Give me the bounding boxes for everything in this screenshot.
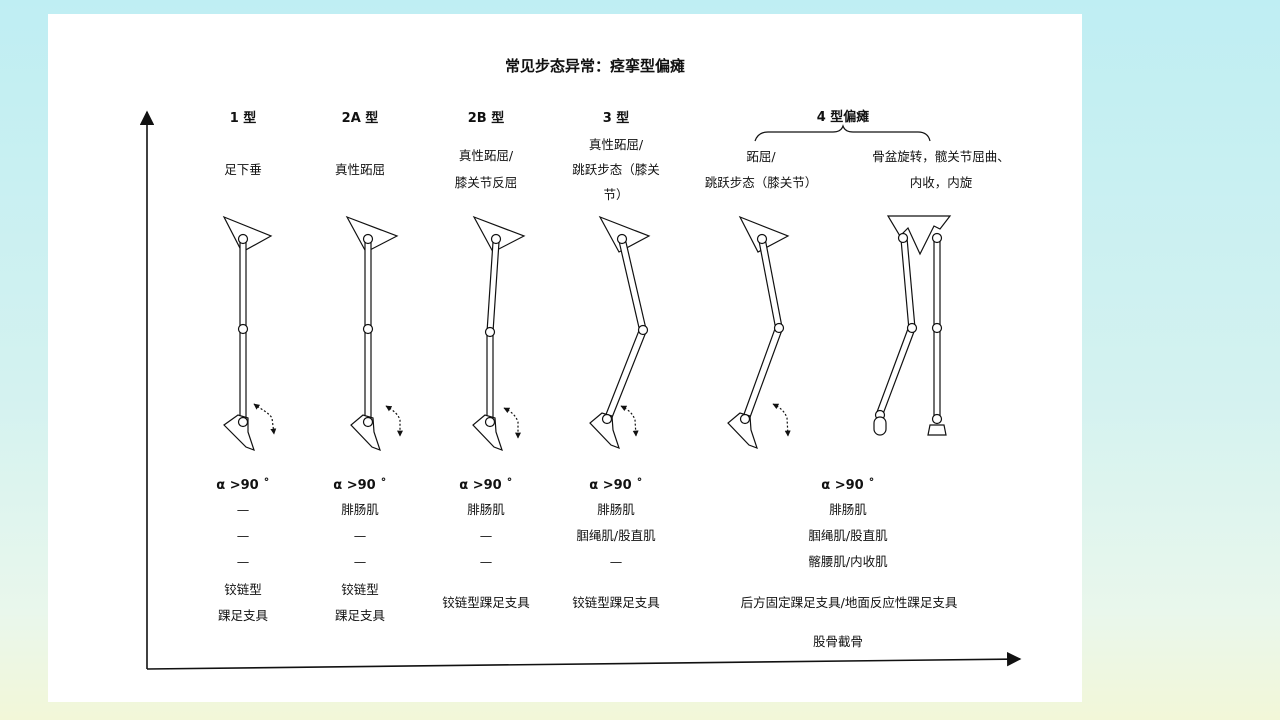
type-1-label: 1 型 xyxy=(230,110,257,126)
type-2b-muscle-2: — xyxy=(480,528,493,543)
type-2b-muscle-1: 腓肠肌 xyxy=(467,502,505,517)
type-3-desc-3: 节） xyxy=(603,187,628,202)
type-4-muscle-2: 腘绳肌/股直肌 xyxy=(808,528,888,543)
leg-figure-type-3 xyxy=(589,215,651,450)
type-1-orthosis-1: 铰链型 xyxy=(224,582,262,597)
type-2b-label: 2B 型 xyxy=(468,110,504,126)
type-2a-label: 2A 型 xyxy=(342,110,379,126)
type-2a-muscle-3: — xyxy=(354,554,367,569)
diagram-title: 常见步态异常：痉挛型偏瘫 xyxy=(505,57,685,75)
type-4-muscle-1: 腓肠肌 xyxy=(829,502,867,517)
type-4-desc-right-1: 骨盆旋转，髋关节屈曲、 xyxy=(872,149,1010,164)
leg-figure-type-2a xyxy=(345,215,403,452)
type-2a-muscle-2: — xyxy=(354,528,367,543)
type-4-muscle-3: 髂腰肌/内收肌 xyxy=(808,554,888,569)
type-2a-orthosis-1: 铰链型 xyxy=(341,582,379,597)
type-4-desc-left-2: 跳跃步态（膝关节） xyxy=(705,175,818,190)
type-2a-angle: α >90 ˚ xyxy=(333,477,386,493)
type-2a-orthosis-2: 踝足支具 xyxy=(335,608,386,623)
type-3-desc-2: 跳跃步态（膝关 xyxy=(572,162,660,177)
type-4-orthosis: 后方固定踝足支具/地面反应性踝足支具 xyxy=(741,595,958,610)
type-3-orthosis: 铰链型踝足支具 xyxy=(572,595,660,610)
type-3-label: 3 型 xyxy=(603,110,630,126)
type-1-desc: 足下垂 xyxy=(224,162,262,177)
type-4-label: 4 型偏瘫 xyxy=(817,109,870,125)
type-1-muscle-1: — xyxy=(237,502,250,517)
gait-diagram: 常见步态异常：痉挛型偏瘫 1 型 2A 型 2B 型 3 型 4 型偏瘫 足下垂… xyxy=(139,57,1022,670)
type-2a-muscle-1: 腓肠肌 xyxy=(341,502,379,517)
type-2a-desc: 真性跖屈 xyxy=(335,162,385,177)
type-2b-muscle-3: — xyxy=(480,554,493,569)
type-3-angle: α >90 ˚ xyxy=(589,477,642,493)
leg-figure-type-4-right xyxy=(873,215,952,436)
type-3-desc-1: 真性跖屈/ xyxy=(589,137,644,152)
type-4-surgery: 股骨截骨 xyxy=(813,634,863,649)
type-2b-orthosis: 铰链型踝足支具 xyxy=(442,595,530,610)
type-1-angle: α >90 ˚ xyxy=(216,477,269,493)
type-1-muscle-3: — xyxy=(237,554,250,569)
type-3-muscle-2: 腘绳肌/股直肌 xyxy=(576,528,656,543)
type-4-brace xyxy=(754,124,931,142)
type-4-desc-left-1: 跖屈/ xyxy=(746,149,776,164)
type-3-muscle-3: — xyxy=(610,554,623,569)
leg-figure-type-2b xyxy=(472,215,526,452)
type-4-desc-right-2: 内收，内旋 xyxy=(910,175,973,190)
leg-figure-type-1 xyxy=(222,215,277,452)
type-2b-angle: α >90 ˚ xyxy=(459,477,512,493)
x-axis xyxy=(146,651,1022,670)
slide-canvas: 常见步态异常：痉挛型偏瘫 1 型 2A 型 2B 型 3 型 4 型偏瘫 足下垂… xyxy=(48,14,1082,702)
type-4-angle: α >90 ˚ xyxy=(821,477,874,493)
type-2b-desc-2: 膝关节反屈 xyxy=(455,175,518,190)
leg-figure-type-4-left xyxy=(727,215,791,450)
type-1-orthosis-2: 踝足支具 xyxy=(218,608,269,623)
type-2b-desc-1: 真性跖屈/ xyxy=(459,148,514,163)
type-1-muscle-2: — xyxy=(237,528,250,543)
type-3-muscle-1: 腓肠肌 xyxy=(597,502,635,517)
